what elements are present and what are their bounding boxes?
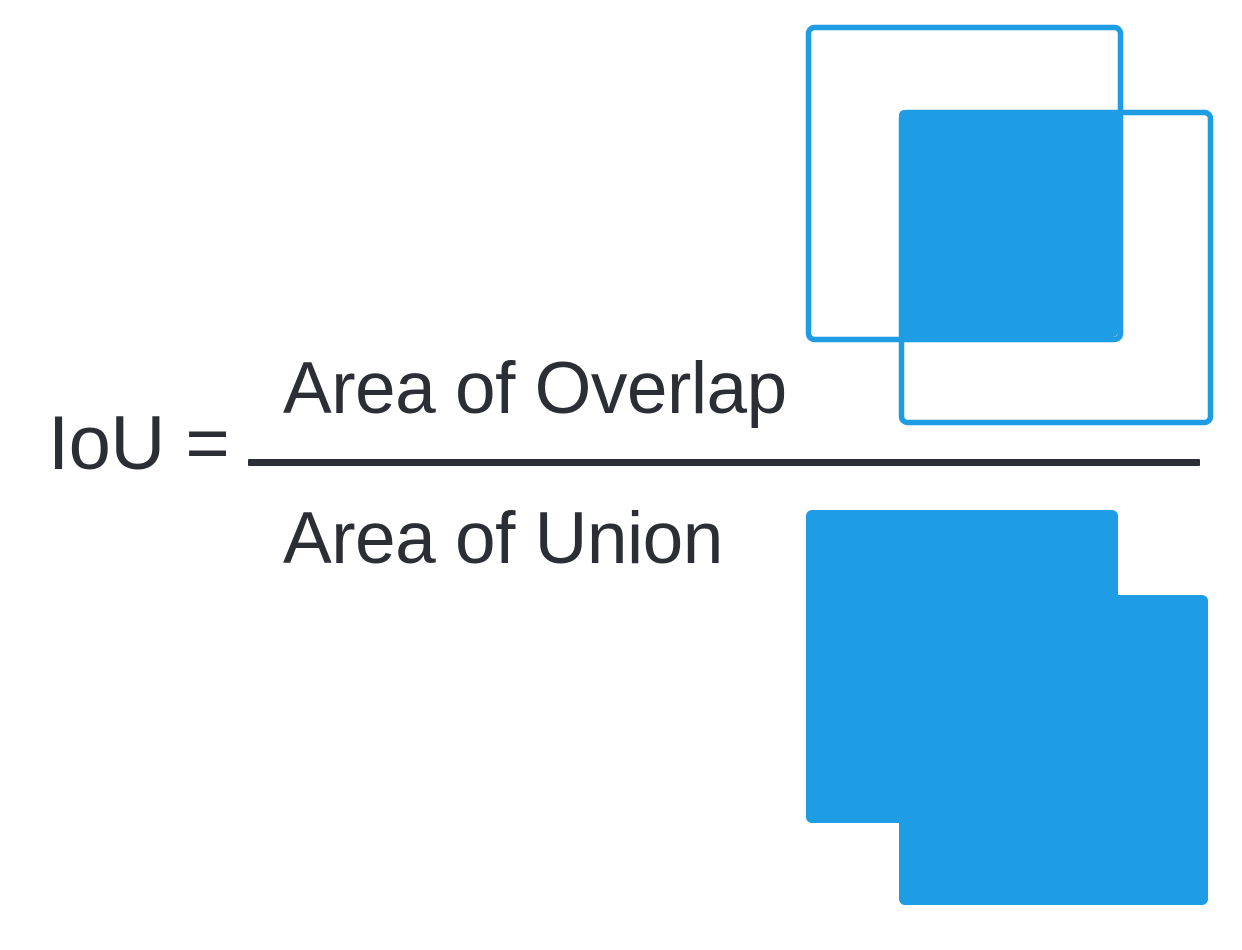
denominator-label: Area of Union [283,498,723,579]
intersection-box-a-outline [805,24,1124,343]
intersection-box-b-outline [898,109,1214,426]
intersection-overlap-rect [899,110,1118,337]
union-diagram [795,499,1220,917]
numerator-label: Area of Overlap [283,348,787,429]
iou-equals-label: IoU = [48,401,230,486]
intersection-diagram [795,14,1220,432]
union-joint-patch-bottom [899,769,954,824]
union-joint-patch-right [1065,595,1120,650]
fraction-bar [248,459,1200,466]
union-box-b-fill [899,595,1208,905]
intersection-svg [805,24,1214,426]
union-svg [806,510,1208,905]
